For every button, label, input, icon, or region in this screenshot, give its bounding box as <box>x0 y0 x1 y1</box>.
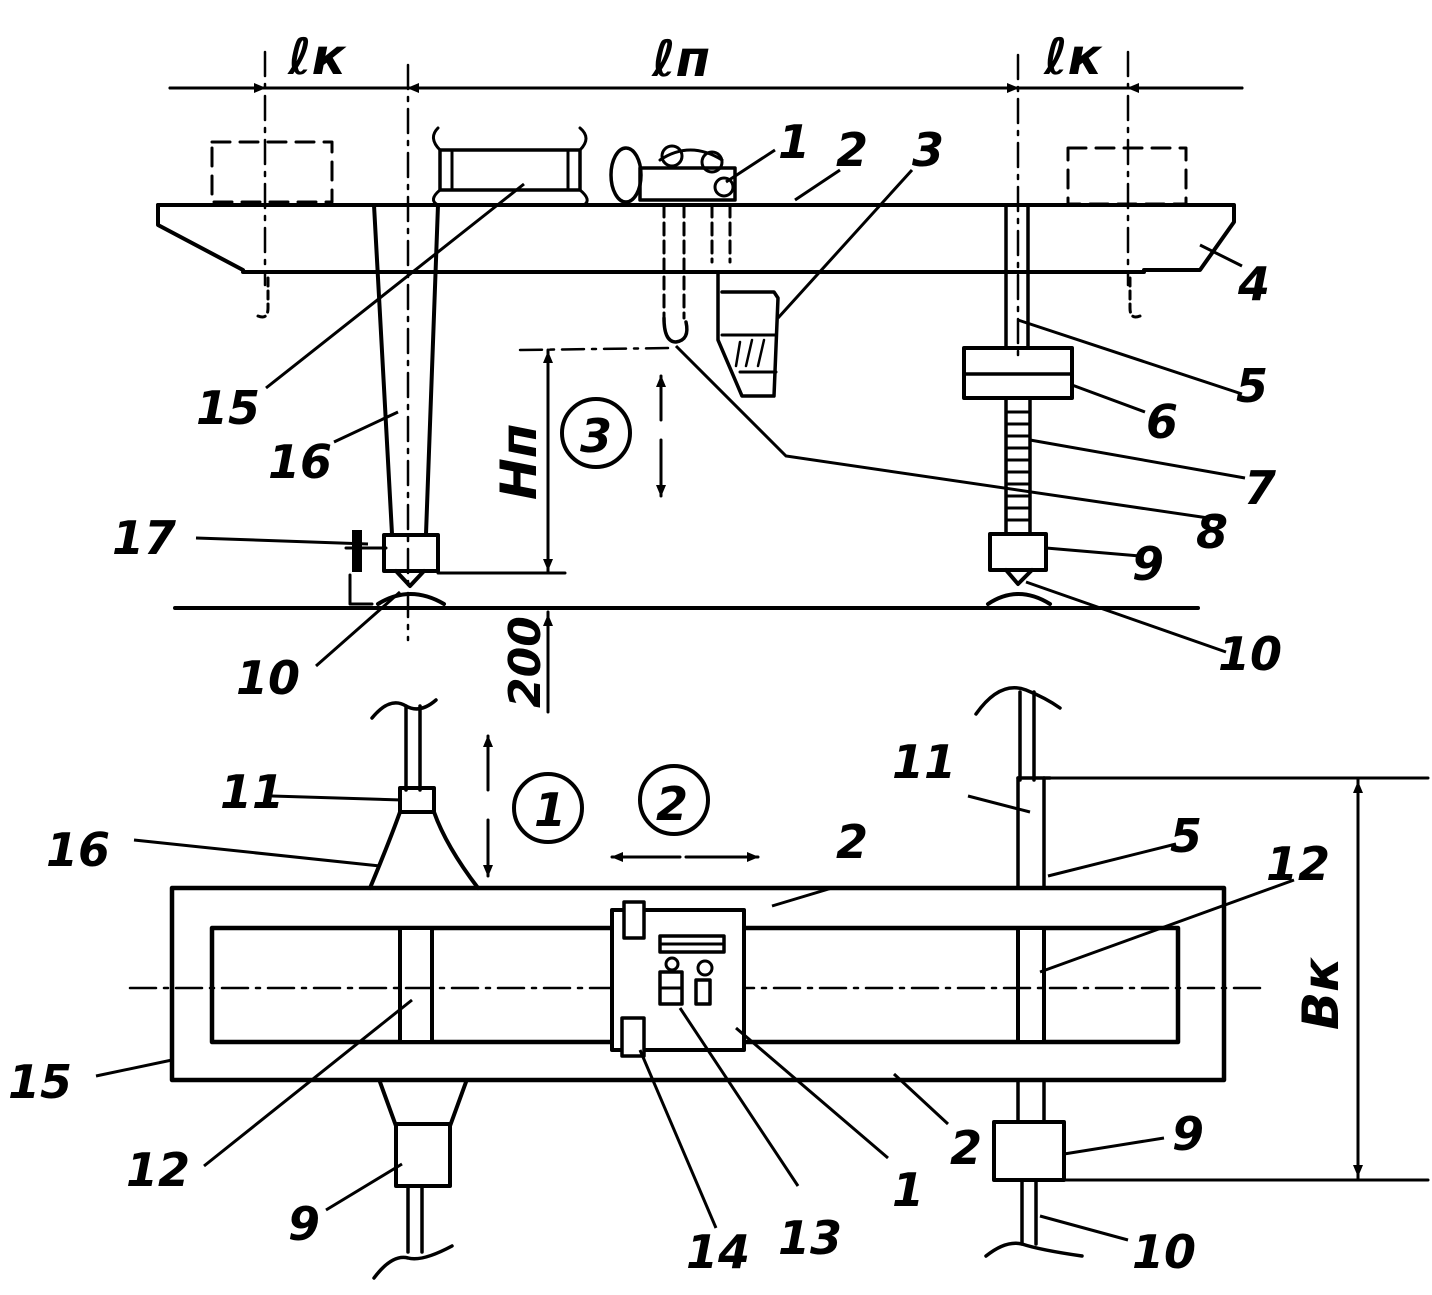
lift-height-dimension <box>438 346 674 714</box>
label-5-column: 5 <box>1236 359 1268 413</box>
label-5-column-plan: 5 <box>1170 809 1202 863</box>
label-1-trolley: 1 <box>778 115 810 169</box>
label-2-girder-top: 2 <box>836 815 868 869</box>
label-1-trolley-plan: 1 <box>892 1163 924 1217</box>
clearance-200-label: 200 <box>500 616 551 708</box>
hoist-rope <box>662 203 732 344</box>
rail-right-bottom <box>984 1178 1084 1258</box>
cross-beam-left <box>398 926 434 1044</box>
hook-right-icon <box>1128 276 1142 319</box>
motion-circle-2-label: 2 <box>656 777 688 831</box>
elevation-view: ℓк ℓп ℓк <box>112 28 1282 714</box>
label-14-motor: 14 <box>686 1225 750 1279</box>
hook-left-icon <box>256 276 270 319</box>
label-11-left-hinge: 11 <box>220 765 284 819</box>
label-4-cantilever: 4 <box>1237 257 1270 311</box>
motion-circle-3 <box>560 397 632 469</box>
label-7-spring: 7 <box>1244 461 1276 515</box>
label-2-girder-bottom: 2 <box>950 1121 982 1175</box>
main-hook-icon <box>662 316 689 344</box>
flexible-leg-plan <box>992 776 1066 1182</box>
label-10-wheel-right: 10 <box>1218 627 1282 681</box>
label-9-bogie-left: 9 <box>288 1197 320 1251</box>
plan-view: Bк 1 2 <box>8 685 1430 1280</box>
trolley-extreme-position-left <box>210 140 334 204</box>
operator-cabin <box>716 270 780 398</box>
label-3-cabin: 3 <box>912 123 944 177</box>
label-13-hoist: 13 <box>778 1211 842 1265</box>
label-16-leg: 16 <box>268 435 332 489</box>
motion-circle-2 <box>638 764 710 836</box>
label-15-drum: 15 <box>196 381 260 435</box>
base-width-dimension <box>1044 776 1430 1182</box>
rigid-leg-plan <box>368 786 480 890</box>
label-11-right-hinge: 11 <box>892 735 956 789</box>
centerlines <box>263 50 1130 642</box>
label-9-bogie: 9 <box>1132 537 1164 591</box>
label-2-girder: 2 <box>836 123 868 177</box>
motion-circle-1 <box>512 772 584 844</box>
label-9-bogie-right: 9 <box>1172 1107 1204 1161</box>
lift-height-label: Hп <box>490 424 548 500</box>
main-girder <box>156 203 1236 274</box>
label-16-leg-plan: 16 <box>46 823 110 877</box>
cantilever-length-right-label: ℓк <box>1043 28 1103 86</box>
label-12-crossbeam-left: 12 <box>126 1143 190 1197</box>
rigid-leg-bogie <box>344 530 550 606</box>
label-17-buffer: 17 <box>112 511 176 565</box>
rail-right-top <box>974 685 1062 782</box>
plan-leaders <box>95 794 1295 1242</box>
girder-frame-outer <box>169 885 1227 1083</box>
cable-drum-icon <box>432 126 589 207</box>
trolley <box>609 144 737 204</box>
base-width-label: Bк <box>1292 957 1350 1030</box>
label-15-frame: 15 <box>8 1055 72 1109</box>
rail-left-top <box>370 698 438 792</box>
rigid-leg <box>372 203 440 536</box>
label-12-crossbeam-right: 12 <box>1266 837 1330 891</box>
label-6-hinge: 6 <box>1146 395 1178 449</box>
label-10-wheel-left: 10 <box>236 651 300 705</box>
cross-beam-right <box>1016 926 1046 1044</box>
rail-left-bottom <box>372 1184 454 1280</box>
motion-circle-3-label: 3 <box>580 409 612 463</box>
span-length-label: ℓп <box>651 30 710 88</box>
label-10-rail: 10 <box>1132 1225 1196 1279</box>
elevation-leaders <box>195 148 1246 668</box>
trolley-plan <box>610 900 746 1058</box>
motion-circle-1-label: 1 <box>534 783 566 837</box>
flexible-leg <box>962 203 1074 606</box>
label-8-rope: 8 <box>1196 505 1228 559</box>
cantilever-length-left-label: ℓк <box>287 28 347 86</box>
leg-bogie-left-plan <box>378 1080 468 1188</box>
